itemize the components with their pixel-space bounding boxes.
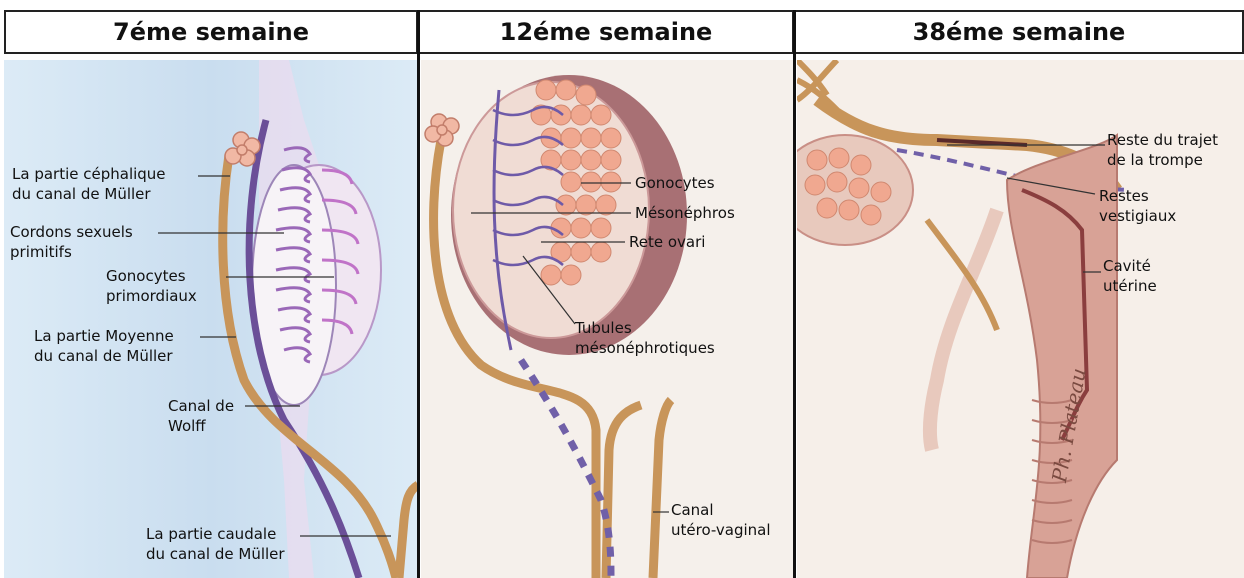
label-gonocytes: Gonocytes	[635, 173, 715, 193]
label-rete-ovari: Rete ovari	[629, 232, 705, 252]
header-12th-week: 12éme semaine	[418, 10, 794, 54]
divider	[793, 10, 796, 578]
panel-12th-week: Gonocytes Mésonéphros Rete ovari Tubules…	[421, 60, 794, 578]
header-7th-week: 7éme semaine	[4, 10, 418, 54]
panel-7th-week-illustration	[4, 60, 418, 578]
header-38th-week: 38éme semaine	[794, 10, 1244, 54]
divider	[417, 10, 420, 578]
label-mesonephros: Mésonéphros	[635, 203, 735, 223]
